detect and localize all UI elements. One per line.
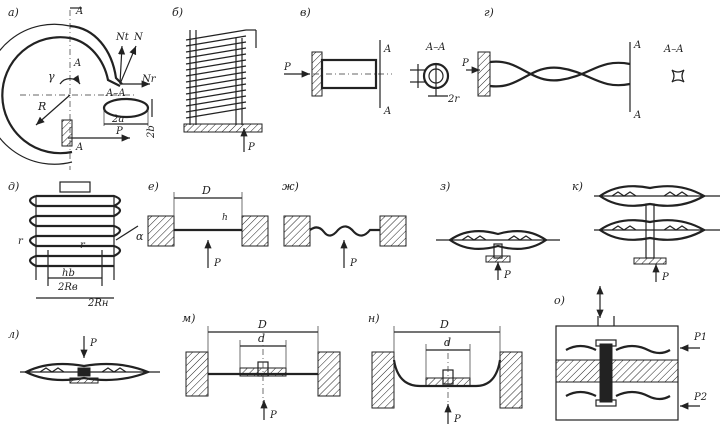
label-b: б) (172, 6, 183, 19)
symbol-2r: 2r (447, 94, 460, 105)
symbol-h: h (222, 213, 228, 223)
symbol-AA-g: A–A (663, 44, 683, 55)
label-n: н) (368, 312, 380, 325)
label-d: д) (8, 180, 19, 193)
fig-b-helical-tube: б) P (172, 6, 263, 153)
label-m: м) (182, 312, 195, 325)
fig-n-soft-membrane: н) D d P (368, 312, 523, 425)
symbol-r-d1: r (18, 236, 24, 247)
label-g: г) (484, 6, 494, 19)
symbol-P-g: P (461, 58, 469, 69)
symbol-P-a: P (115, 126, 123, 137)
symbol-2a: 2a (111, 114, 124, 125)
symbol-P2: P2 (693, 392, 707, 403)
symbol-AA-a: A–A (105, 88, 125, 99)
symbol-P-m: P (269, 410, 277, 421)
symbol-2Rn: 2Rн (87, 298, 108, 309)
label-z: з) (440, 180, 450, 193)
fig-d-bellows: д) r r α hb 2Rв 2Rн (8, 180, 144, 309)
symbol-A-mid: A (73, 58, 81, 69)
fig-k-membrane-block: к) P (572, 180, 720, 283)
symbol-R: R (37, 100, 46, 113)
label-v: в) (300, 6, 311, 19)
label-l: л) (8, 328, 19, 341)
fig-zh-corrugated-membrane: ж) P (282, 180, 407, 269)
fig-e-flat-membrane: е) D h P (147, 180, 269, 269)
symbol-A-bottom: A (75, 142, 83, 153)
symbol-AA-v: A–A (425, 42, 445, 53)
symbol-d-n: d (444, 336, 451, 349)
fig-o-differential-membrane: о) P1 P2 (554, 286, 707, 421)
symbol-d-m: d (258, 332, 265, 345)
label-o: о) (554, 294, 565, 307)
label-a: а) (8, 6, 19, 19)
symbol-P-k: P (661, 272, 669, 283)
label-zh: ж) (282, 180, 299, 193)
symbol-P-n: P (453, 414, 461, 425)
fig-v-torsion-tube: в) P A A A–A 2r (283, 6, 460, 117)
symbol-A-v2: A (383, 106, 391, 117)
symbol-gamma: γ (48, 70, 55, 83)
symbol-alpha: α (136, 230, 144, 243)
symbol-A-top: A (75, 6, 83, 17)
symbol-r-d2: r (80, 240, 86, 251)
symbol-P-zh: P (349, 258, 357, 269)
label-k: к) (572, 180, 583, 193)
symbol-D-e: D (201, 184, 211, 197)
symbol-A-g2: A (633, 110, 641, 121)
fig-g-twisted-tube: г) P A A A–A (461, 6, 685, 121)
symbol-D-m: D (257, 318, 267, 331)
symbol-P-l: P (89, 338, 97, 349)
fig-m-membrane-rigid-center: м) D d P (182, 312, 341, 421)
symbol-P-z: P (503, 270, 511, 281)
symbol-A-g1: A (633, 40, 641, 51)
fig-l-membrane-box: л) P (8, 328, 160, 384)
symbol-hb: hb (62, 268, 75, 279)
fig-a-bourdon-tube: а) R γ A A Nt N Nr A–A 2a 2b P A (0, 6, 157, 170)
fig-z-membrane-box: з) P (436, 180, 560, 281)
symbol-Nr: Nr (141, 74, 157, 85)
symbol-2b: 2b (146, 125, 157, 139)
symbol-P-b: P (247, 142, 255, 153)
label-e: е) (148, 180, 159, 193)
symbol-2Rb: 2Rв (57, 282, 78, 293)
symbol-P-v: P (283, 62, 291, 73)
symbol-P-e: P (213, 258, 221, 269)
symbol-A-v1: A (383, 44, 391, 55)
symbol-Nt: Nt (115, 32, 130, 43)
symbol-D-n: D (439, 318, 449, 331)
symbol-N: N (133, 32, 144, 43)
symbol-P1: P1 (693, 332, 707, 343)
